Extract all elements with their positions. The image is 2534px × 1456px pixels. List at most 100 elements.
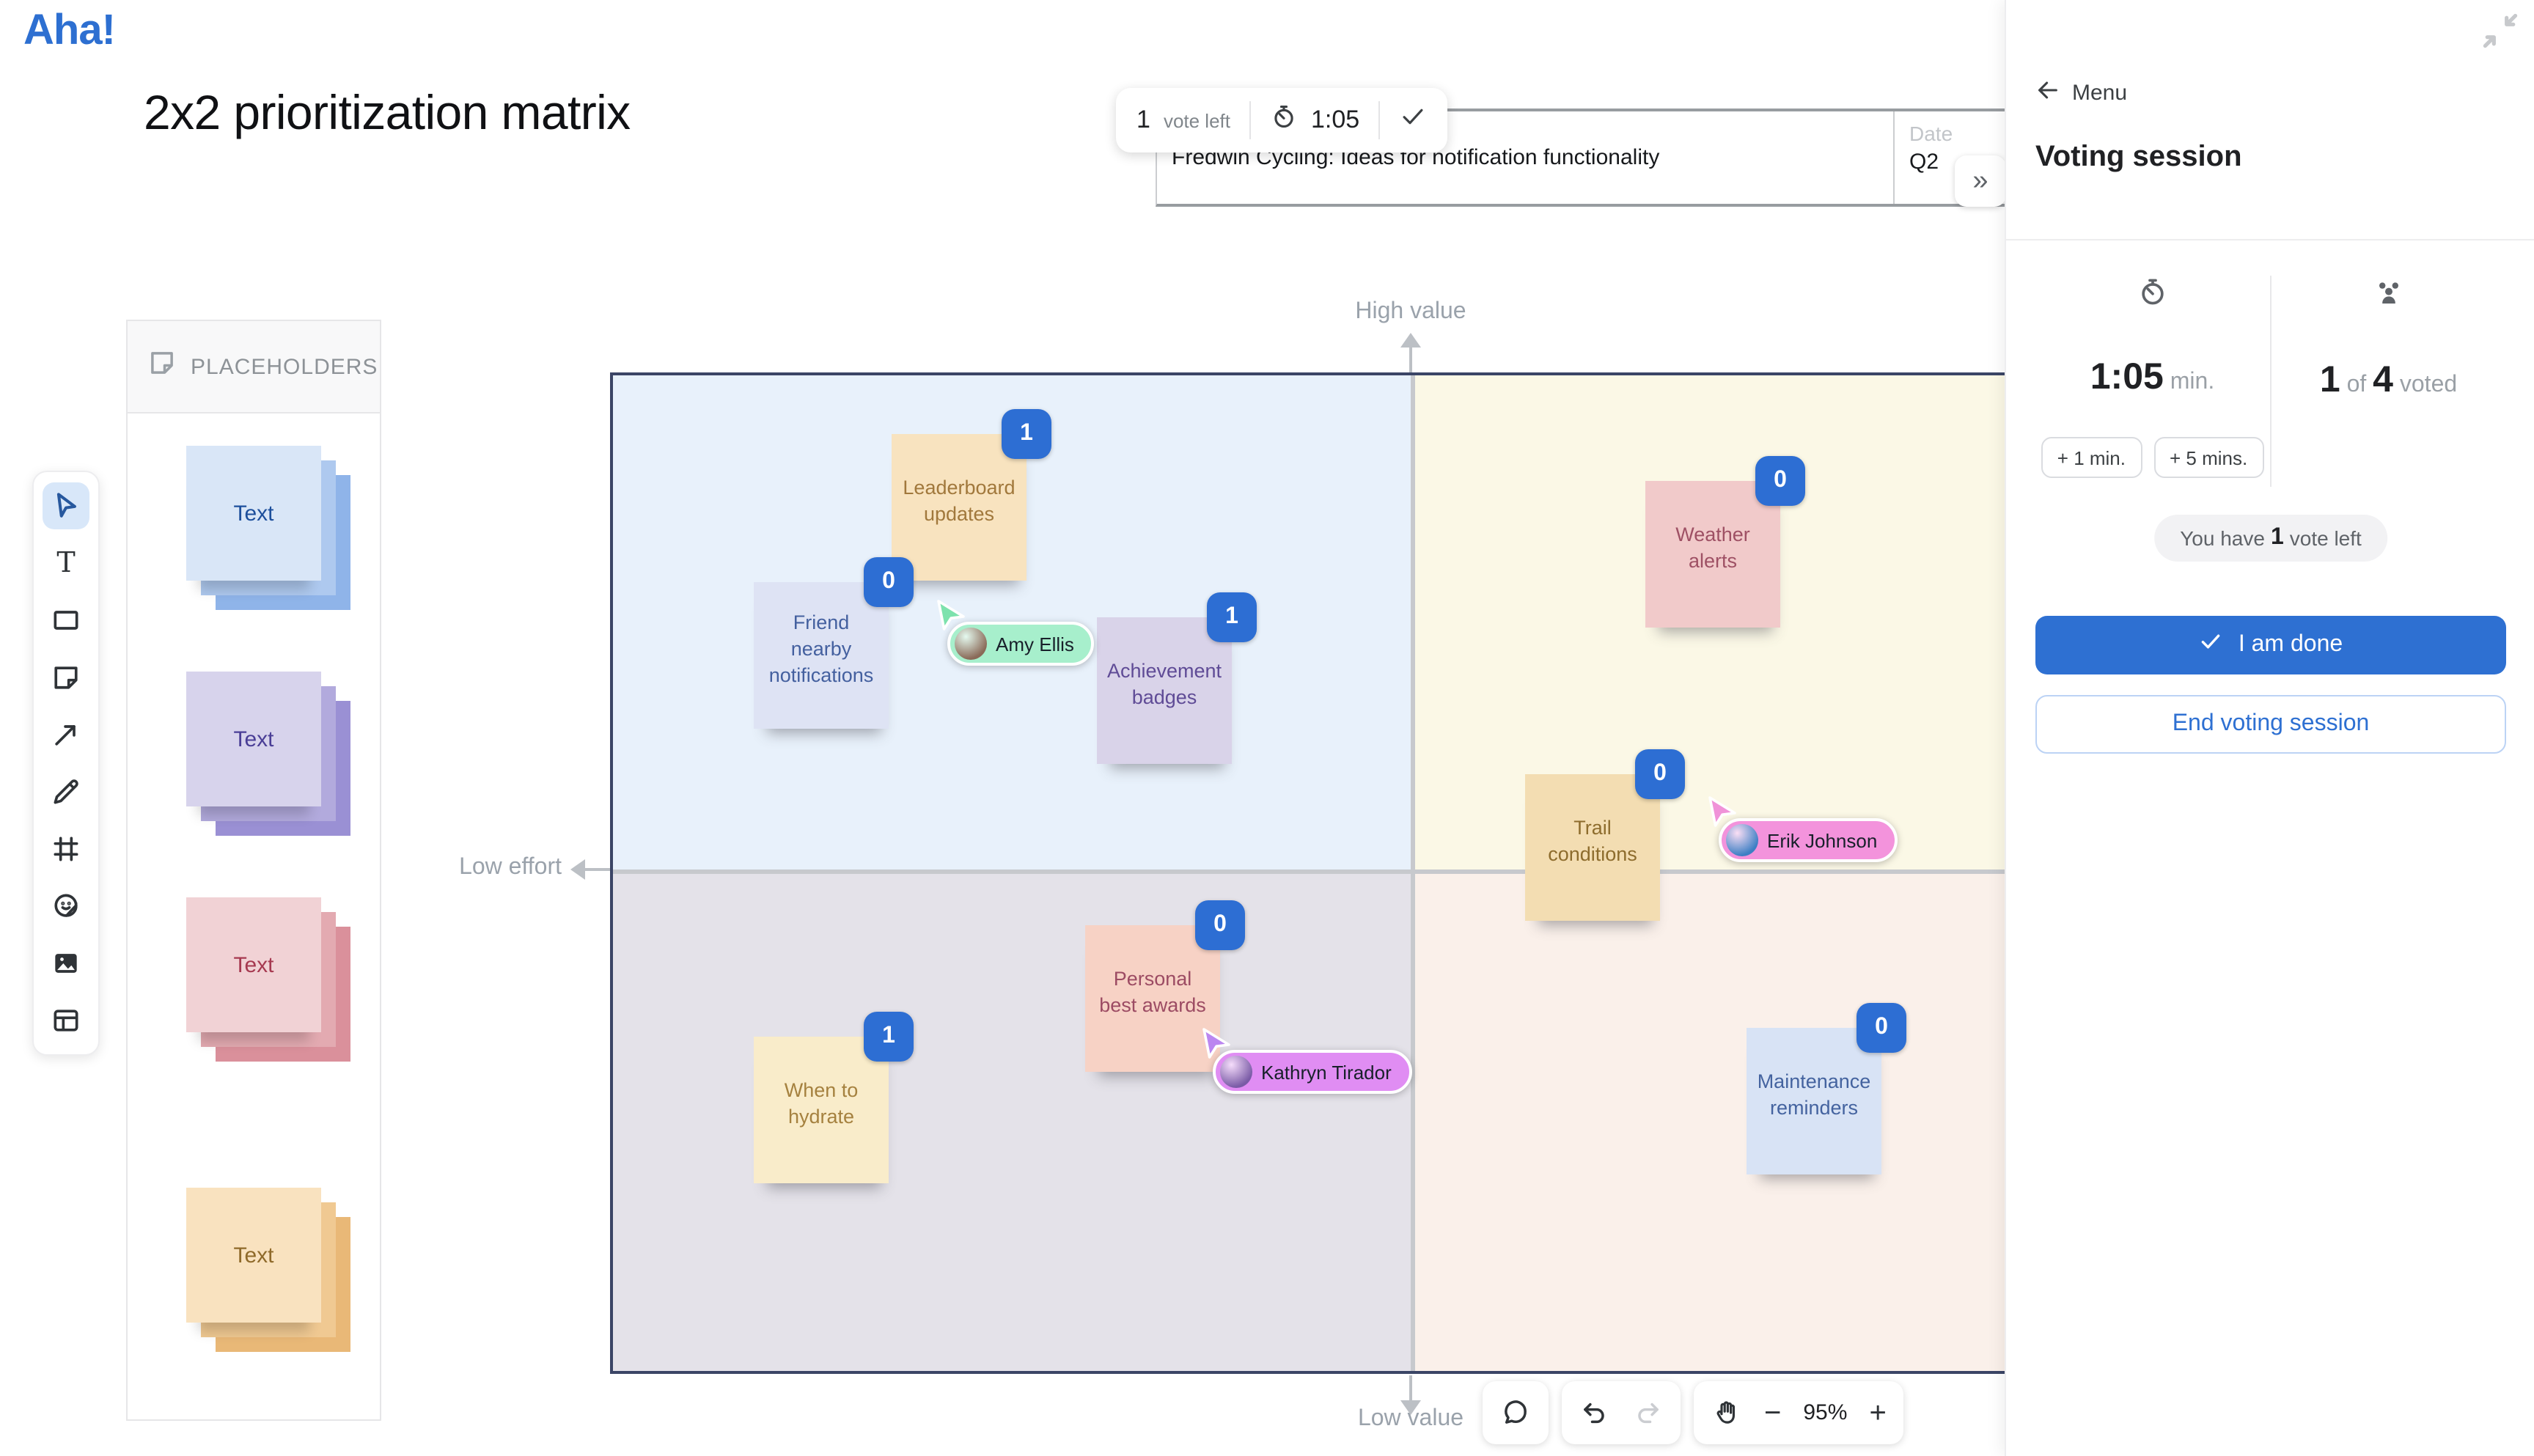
sticky-note[interactable]: Leaderboard updates 1 [892,409,1051,581]
sticky-note-text: Leaderboard updates [903,476,1016,525]
check-icon [2199,629,2224,661]
zoom-in-button[interactable]: + [1869,1397,1887,1429]
placeholder-label: Text [233,952,274,977]
menu-back-button[interactable]: Menu [2035,78,2127,109]
sticky-note-tool[interactable] [43,654,89,701]
sticky-note-text: Weather alerts [1675,523,1750,572]
axis-arrowhead-left [570,859,585,880]
avatar [1726,824,1758,856]
undo-redo-group [1562,1381,1681,1444]
frame-tool[interactable] [43,826,89,872]
timer-icon [1270,103,1298,138]
divider [2006,239,2534,240]
select-tool[interactable] [43,482,89,529]
votes-left-label: vote left [1163,109,1230,131]
placeholders-title: PLACEHOLDERS [191,354,378,379]
placeholder-sticky-stack[interactable]: Text [186,1188,350,1352]
idea-date-cell[interactable]: Date Q2 [1895,111,2213,204]
timer-icon [2137,276,2169,315]
stack-top-note: Text [186,446,321,581]
collapse-icon[interactable] [2481,12,2519,57]
undo-button[interactable] [1579,1397,1610,1428]
stack-top-note: Text [186,672,321,806]
comment-button[interactable] [1500,1397,1531,1428]
people-icon [2371,276,2406,318]
timer-stat: 1:05 min. + 1 min. + 5 mins. [2035,276,2271,487]
tools-toolbar: T [32,471,100,1056]
collaborator-cursor: Kathryn Tirador [1200,1026,1412,1095]
axis-arrow-down [1409,1375,1412,1402]
bottom-toolbar: − 95% + [1483,1381,1904,1444]
placeholder-label: Text [233,1243,274,1268]
vote-count-badge[interactable]: 1 [1207,592,1257,642]
expand-panel-button[interactable]: » [1955,155,2006,207]
end-voting-session-button[interactable]: End voting session [2035,695,2506,754]
prioritization-matrix [610,372,2217,1374]
placeholder-sticky-stack[interactable]: Text [186,672,350,836]
text-tool-icon: T [56,546,76,578]
placeholder-sticky-stack[interactable]: Text [186,897,350,1062]
check-icon[interactable] [1399,103,1427,138]
vote-count-badge[interactable]: 1 [1002,409,1051,459]
placeholders-header: PLACEHOLDERS [128,321,380,413]
zoom-group: − 95% + [1694,1381,1904,1444]
collaborator-name: Kathryn Tirador [1261,1061,1392,1083]
vote-count-badge[interactable]: 0 [1755,456,1805,506]
pan-hand-button[interactable] [1711,1397,1742,1428]
i-am-done-button[interactable]: I am done [2035,616,2506,674]
vote-count-badge[interactable]: 0 [864,557,914,607]
sticky-note-text: When to hydrate [784,1078,859,1128]
avatar [955,628,987,660]
text-tool[interactable]: T [43,540,89,587]
cursor-arrow-icon [937,600,965,630]
vote-toolbar: 1 vote left 1:05 [1116,88,1448,152]
shape-tool[interactable] [43,597,89,644]
votes-left-pill: You have 1 vote left [2153,515,2388,562]
collaborator-cursor: Amy Ellis [934,598,1095,667]
aha-logo: Aha! [23,7,116,54]
image-tool[interactable] [43,940,89,987]
collaborator-cursor: Erik Johnson [1705,795,1898,864]
vote-count-badge[interactable]: 0 [1195,900,1245,950]
collaborator-name: Erik Johnson [1767,829,1878,851]
date-column-label: Date [1909,122,1953,145]
axis-arrow-up [1409,346,1412,372]
axis-arrowhead-down [1400,1400,1421,1415]
i-am-done-label: I am done [2238,632,2343,657]
comment-group [1483,1381,1549,1444]
date-value: Q2 [1909,150,1939,174]
vote-count-badge[interactable]: 1 [864,1012,914,1062]
time-remaining: 1:05 min. [2090,356,2215,397]
collaborator-name: Amy Ellis [996,633,1074,655]
sticky-note-text: Maintenance reminders [1757,1070,1871,1119]
pen-tool[interactable] [43,768,89,815]
cursor-arrow-icon [1202,1028,1230,1059]
sticker-tool[interactable] [43,883,89,930]
redo-button[interactable] [1632,1397,1663,1428]
arrow-tool[interactable] [43,711,89,758]
axis-arrow-left [584,868,610,871]
zoom-out-button[interactable]: − [1764,1397,1782,1429]
vote-count-badge[interactable]: 0 [1635,749,1685,799]
arrow-left-icon [2035,78,2060,109]
add-5-mins-button[interactable]: + 5 mins. [2153,437,2264,478]
axis-label-low-effort: Low effort [459,855,562,880]
placeholder-label: Text [233,501,274,526]
cursor-arrow-icon [1708,796,1736,827]
placeholder-sticky-stack[interactable]: Text [186,446,350,610]
add-1-min-button[interactable]: + 1 min. [2041,437,2142,478]
vote-count-badge[interactable]: 0 [1857,1003,1906,1053]
sticky-note-text: Friend nearby notifications [768,611,874,687]
table-tool[interactable] [43,997,89,1044]
sticky-note[interactable]: Maintenance reminders 0 [1747,1003,1906,1174]
zoom-level: 95% [1803,1400,1848,1425]
axis-label-high-value: High value [1355,299,1466,324]
